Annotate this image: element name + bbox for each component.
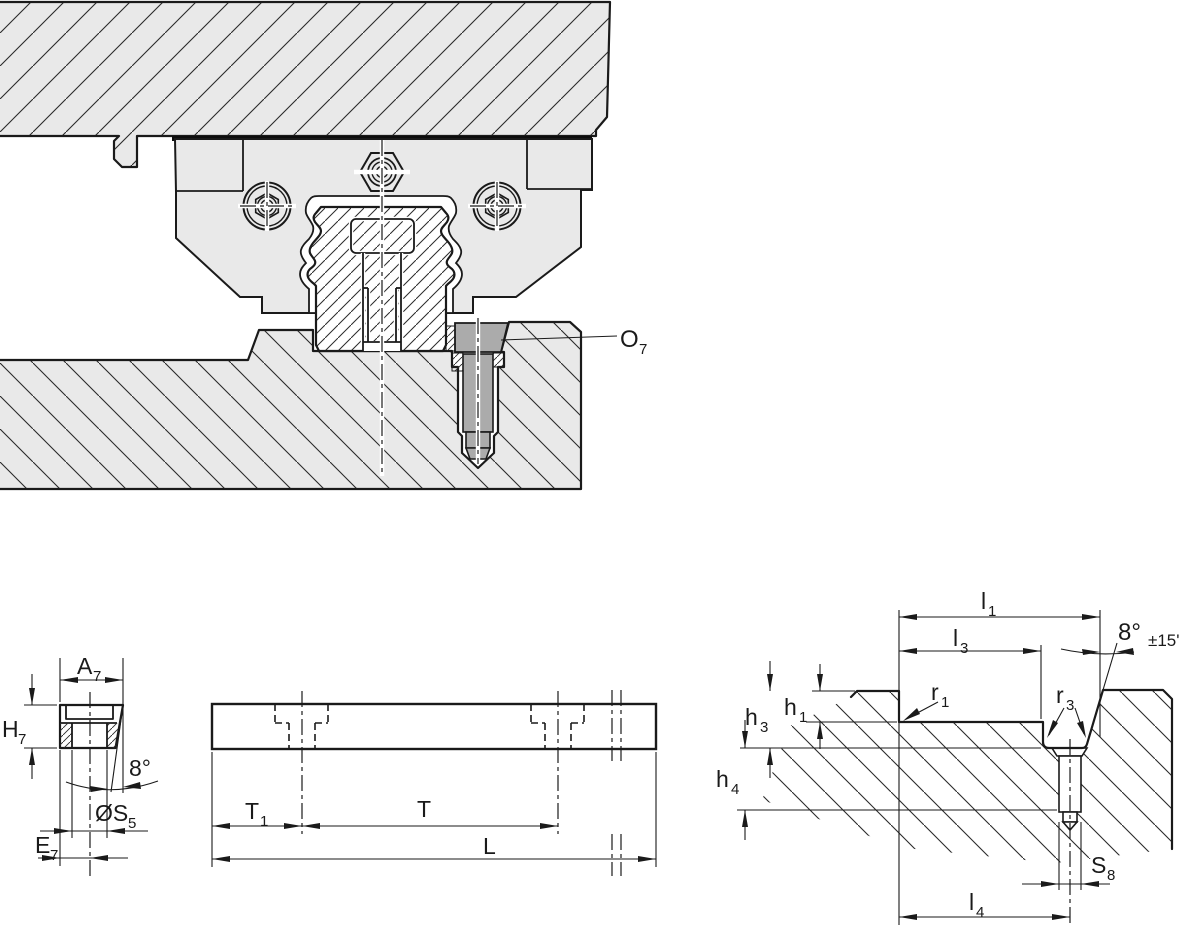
label-h4-sub: 4 bbox=[731, 781, 739, 798]
label-l4-sub: 4 bbox=[976, 904, 984, 921]
centerlines bbox=[379, 140, 481, 476]
label-l3-base: l bbox=[953, 625, 958, 651]
extension-lines bbox=[737, 610, 1118, 925]
label-h7-sub: 7 bbox=[18, 731, 26, 748]
callout-r1: r 1 bbox=[903, 679, 949, 721]
o7-leader-line bbox=[500, 335, 618, 341]
label-l3-sub: 3 bbox=[960, 640, 968, 657]
label-h1-sub: 1 bbox=[799, 709, 807, 726]
label-angle-tol-base: 8° bbox=[1118, 619, 1141, 646]
label-r3-base: r bbox=[1056, 682, 1064, 708]
rail-side-view: T 1 T L bbox=[210, 690, 658, 876]
cover-plug-o7 bbox=[454, 322, 510, 353]
label-s5-base: ØS bbox=[95, 800, 128, 826]
label-o7-sub: 7 bbox=[639, 341, 647, 358]
label-r1-base: r bbox=[931, 679, 939, 705]
callout-r3: r 3 bbox=[1047, 682, 1086, 738]
dimension-h1: h 1 bbox=[784, 664, 823, 749]
cap-part bbox=[58, 703, 125, 750]
rail-body bbox=[210, 702, 658, 751]
label-e7-sub: 7 bbox=[50, 847, 58, 864]
label-s8-sub: 8 bbox=[1107, 867, 1115, 884]
label-l1-base: l bbox=[981, 588, 986, 614]
cap-detail-view: A 7 H 7 8° ØS bbox=[2, 653, 159, 876]
dimension-h7: H 7 bbox=[2, 674, 57, 779]
dimension-t1-t: T 1 T bbox=[211, 752, 657, 867]
cap-recess bbox=[65, 706, 114, 720]
label-l1-sub: 1 bbox=[988, 603, 996, 620]
machine-table-section bbox=[0, 0, 612, 169]
label-h4-base: h bbox=[716, 766, 729, 792]
substructure-material bbox=[762, 690, 1172, 863]
label-angle8: 8° bbox=[129, 755, 151, 781]
main-section-view: O 7 bbox=[0, 0, 647, 491]
label-a7-sub: 7 bbox=[93, 668, 101, 685]
label-angle-tol-suffix: ±15' bbox=[1148, 631, 1180, 650]
label-r3-sub: 3 bbox=[1066, 697, 1074, 714]
label-e7-base: E bbox=[35, 832, 50, 858]
label-s8-base: S bbox=[1091, 852, 1106, 878]
hidden-hole-2 bbox=[530, 704, 585, 748]
dimension-l4: l 4 bbox=[899, 889, 1070, 921]
fixing-screw-left bbox=[238, 181, 296, 231]
label-h3-sub: 3 bbox=[760, 719, 768, 736]
dimension-a7: A 7 bbox=[59, 653, 124, 793]
label-a7-base: A bbox=[77, 653, 93, 679]
break-lines bbox=[611, 690, 622, 876]
dimension-angle-tol: 8° ±15' bbox=[1060, 619, 1180, 655]
label-s5-sub: 5 bbox=[128, 815, 136, 832]
callout-o7: O 7 bbox=[500, 326, 647, 358]
label-t1-base: T bbox=[245, 798, 259, 824]
dimension-angle-8: 8° bbox=[65, 704, 159, 793]
substructure-detail-view: l 1 l 3 8° ±15' h 1 bbox=[716, 588, 1180, 925]
label-l: L bbox=[483, 833, 496, 859]
label-l4-base: l bbox=[969, 889, 974, 915]
dimension-e7: E 7 bbox=[35, 750, 128, 866]
label-o7-base: O bbox=[620, 326, 639, 353]
label-h3-base: h bbox=[745, 704, 758, 730]
dimension-l: L bbox=[212, 833, 656, 862]
label-t: T bbox=[417, 796, 431, 822]
fixing-screw-right bbox=[468, 181, 526, 231]
hidden-hole-1 bbox=[274, 704, 329, 748]
dimension-h4: h 4 bbox=[716, 720, 748, 840]
dimension-l1: l 1 bbox=[899, 588, 1100, 620]
machine-base-section bbox=[0, 320, 583, 491]
label-h7-base: H bbox=[2, 716, 19, 742]
dimension-l3: l 3 bbox=[899, 625, 1041, 657]
dimension-s8: S 8 bbox=[1022, 852, 1115, 887]
label-h1-base: h bbox=[784, 694, 797, 720]
substructure-edges bbox=[849, 688, 1174, 851]
dimension-h3: h 3 bbox=[745, 661, 773, 778]
label-t1-sub: 1 bbox=[260, 813, 268, 830]
dimension-s5: ØS 5 bbox=[40, 750, 148, 838]
label-r1-sub: 1 bbox=[941, 694, 949, 711]
